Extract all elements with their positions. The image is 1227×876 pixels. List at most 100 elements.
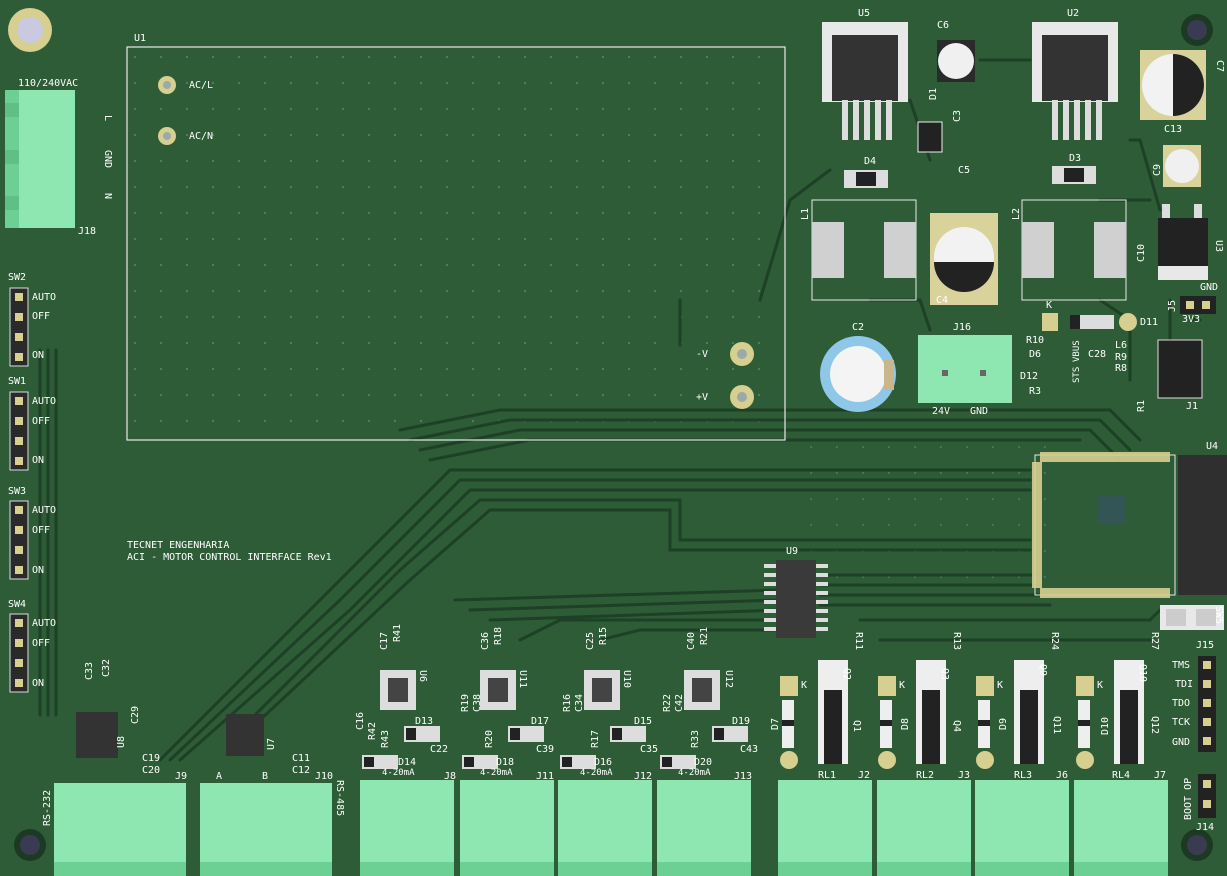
jtag-pin-tdi: TDI [1175,679,1194,690]
board-title-line2: ACI - MOTOR CONTROL INTERFACE Rev1 [127,552,332,563]
d18-ref: D18 [496,757,515,768]
r17-ref: R17 [590,729,601,748]
rl3-ref: RL3 [1014,770,1033,781]
u1-ref: U1 [134,33,147,44]
u9-ref: U9 [786,546,799,557]
boot-op-label: BOOT OP [1183,777,1194,820]
u7-ref: U7 [266,737,277,750]
j18-ref: J18 [78,226,97,237]
c33-ref: C33 [84,661,95,680]
j3-ref: J3 [958,770,971,781]
sw1-on: ON [32,455,45,466]
sw3-ref: SW3 [8,486,27,497]
d17-ref: D17 [531,716,550,727]
jtag-pin-tms: TMS [1172,660,1191,671]
relay1-k: K [801,680,808,691]
rl1-ref: RL1 [818,770,837,781]
c36-ref: C36 [480,631,491,650]
c32-ref: C32 [101,658,112,677]
c12-ref: C12 [292,765,311,776]
q2-ref: Q2 [841,668,852,681]
j6-ref: J6 [1056,770,1069,781]
c2-ref: C2 [852,322,865,333]
neg-v-label: -V [696,349,709,360]
rs485-b: B [262,771,269,782]
sts-label: STS [1072,366,1082,383]
c3-ref: C3 [952,109,963,122]
r27-ref: R27 [1149,632,1160,651]
ac-n-label: AC/N [189,131,214,142]
c42-ref: C42 [674,693,685,712]
u5-ref: U5 [858,8,871,19]
d11-k: K [1046,300,1053,311]
sw4-ref: SW4 [8,599,27,610]
d11-ref: D11 [1140,317,1159,328]
r8-ref: R8 [1115,363,1128,374]
u12-ref: U12 [723,670,734,689]
d12-ref: D12 [1020,371,1039,382]
c34-ref: C34 [574,693,585,712]
sw1-ref: SW1 [8,376,27,387]
d10-ref: D10 [1100,716,1111,735]
c6-ref: C6 [937,20,950,31]
mains-pin-n: N [102,193,113,200]
c13-ref: C13 [1164,124,1183,135]
c7-ref: C7 [1214,60,1225,73]
mains-title: 110/240VAC [18,78,79,89]
c39-ref: C39 [536,744,555,755]
analog1-range: 4-20mA [382,768,415,778]
sw2-on: ON [32,350,45,361]
sw2-auto: AUTO [32,292,57,303]
j9-ref: J9 [175,771,188,782]
jtag-pin-gnd: GND [1172,737,1191,748]
analog3-range: 4-20mA [580,768,613,778]
d7-ref: D7 [770,717,781,730]
ac-l-label: AC/L [189,80,214,91]
sw4-on: ON [32,678,45,689]
r33-ref: R33 [690,729,701,748]
sw2-ref: SW2 [8,272,27,283]
c9-ref: C9 [1152,163,1163,176]
l6-ref: L6 [1115,340,1128,351]
q3-ref: Q3 [939,668,950,681]
sw4-auto: AUTO [32,618,57,629]
r18-ref: R18 [493,626,504,645]
u2-ref: U2 [1067,8,1080,19]
c40-ref: C40 [686,631,697,650]
sw3-off: OFF [32,525,51,536]
analog2-range: 4-20mA [480,768,513,778]
j13-ref: J13 [734,771,753,782]
c20-ref: C20 [142,765,161,776]
r9-ref: R9 [1115,352,1128,363]
board-title-line1: TECNET ENGENHARIA [127,540,230,551]
sw3-on: ON [32,565,45,576]
r43-ref: R43 [380,729,391,748]
c38-ref: C38 [472,693,483,712]
r11-ref: R11 [853,632,864,651]
c17-ref: C17 [379,631,390,650]
d1-ref: D1 [928,87,939,100]
c35-ref: C35 [640,744,659,755]
relay3-k: K [997,680,1004,691]
r20-ref: R20 [484,729,495,748]
j14-ref: J14 [1196,822,1215,833]
j2-ref: J2 [858,770,871,781]
u3-ref: U3 [1213,240,1224,253]
l2-ref: L2 [1011,207,1022,220]
relay2-k: K [899,680,906,691]
j7-ref: J7 [1154,770,1167,781]
d3-ref: D3 [1069,153,1082,164]
c10-ref: C10 [1136,243,1147,262]
j16-24v: 24V [932,406,951,417]
d15-ref: D15 [634,716,653,727]
rs485-label: RS-485 [334,780,345,817]
mains-pin-gnd: GND [102,150,113,169]
j15-ref: J15 [1196,640,1215,651]
pos-v-label: +V [696,392,709,403]
u10-ref: U10 [621,670,632,689]
sw1-auto: AUTO [32,396,57,407]
d19-ref: D19 [732,716,751,727]
r16-ref: R16 [562,693,573,712]
r10-ref: R10 [1026,335,1045,346]
q10-ref: Q10 [1137,664,1148,683]
